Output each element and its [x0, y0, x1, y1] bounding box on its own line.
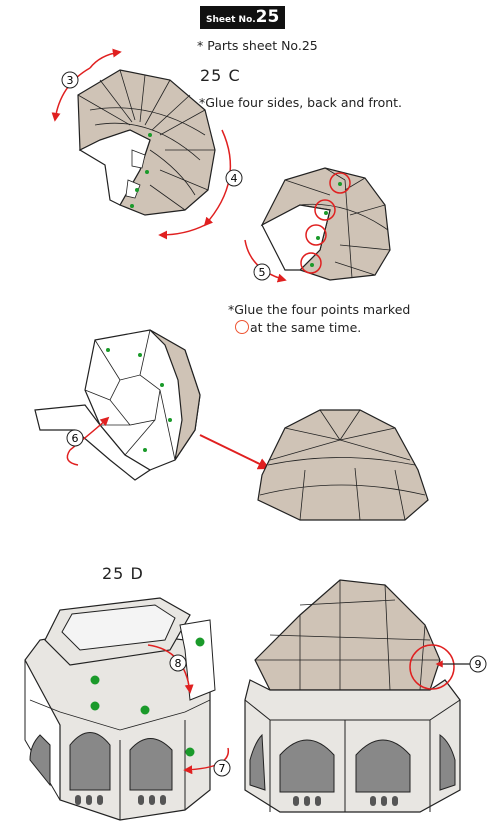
step-5-label: 5: [259, 266, 266, 279]
step-8-label: 8: [175, 657, 182, 670]
step-9-label: 9: [475, 658, 482, 671]
step-6-label: 6: [72, 432, 79, 445]
step-7-label: 7: [219, 762, 226, 775]
step-4-label: 4: [231, 172, 238, 185]
dome-fold-figure-3: 6: [35, 330, 268, 480]
dome-fold-figure-2: 5: [245, 168, 390, 280]
finished-dome: [258, 410, 428, 520]
completed-dome-building: 9: [245, 580, 486, 812]
octagonal-base-assembly: 8 7: [25, 598, 230, 820]
dome-fold-figure-1: 3 4: [55, 52, 242, 235]
step-3-label: 3: [67, 74, 74, 87]
